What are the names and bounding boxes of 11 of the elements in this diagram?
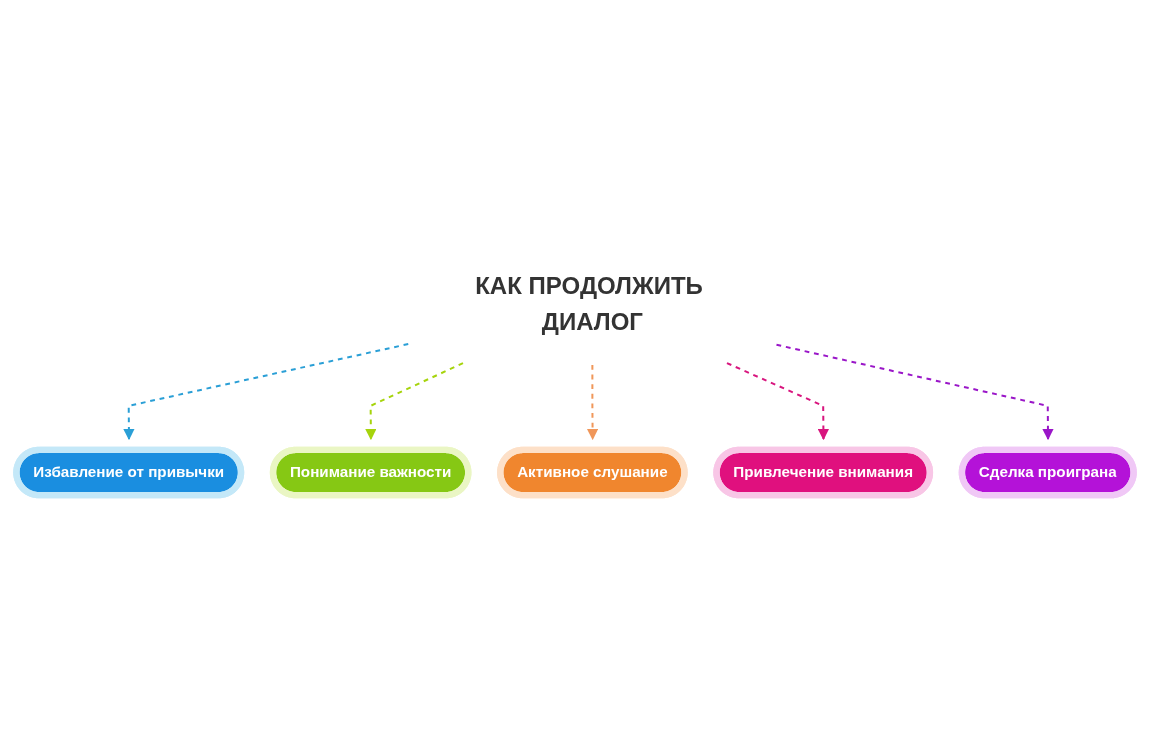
dashed-arrow — [587, 364, 599, 441]
heading-text: КАК ПРОДОЛЖИТЬ ДИАЛОГ — [475, 272, 703, 335]
dashed-arrow — [775, 343, 1054, 441]
oval-node: Избавление от привычки — [13, 446, 245, 499]
dashed-arrow — [725, 362, 829, 441]
oval-node: Привлечение внимания — [713, 446, 934, 499]
dashed-arrow — [123, 343, 410, 441]
oval-node: Активное слушание — [497, 446, 688, 499]
dashed-arrow — [365, 362, 464, 441]
oval-node: Понимание важности — [269, 446, 472, 499]
oval-node: Сделка проиграна — [958, 446, 1137, 499]
